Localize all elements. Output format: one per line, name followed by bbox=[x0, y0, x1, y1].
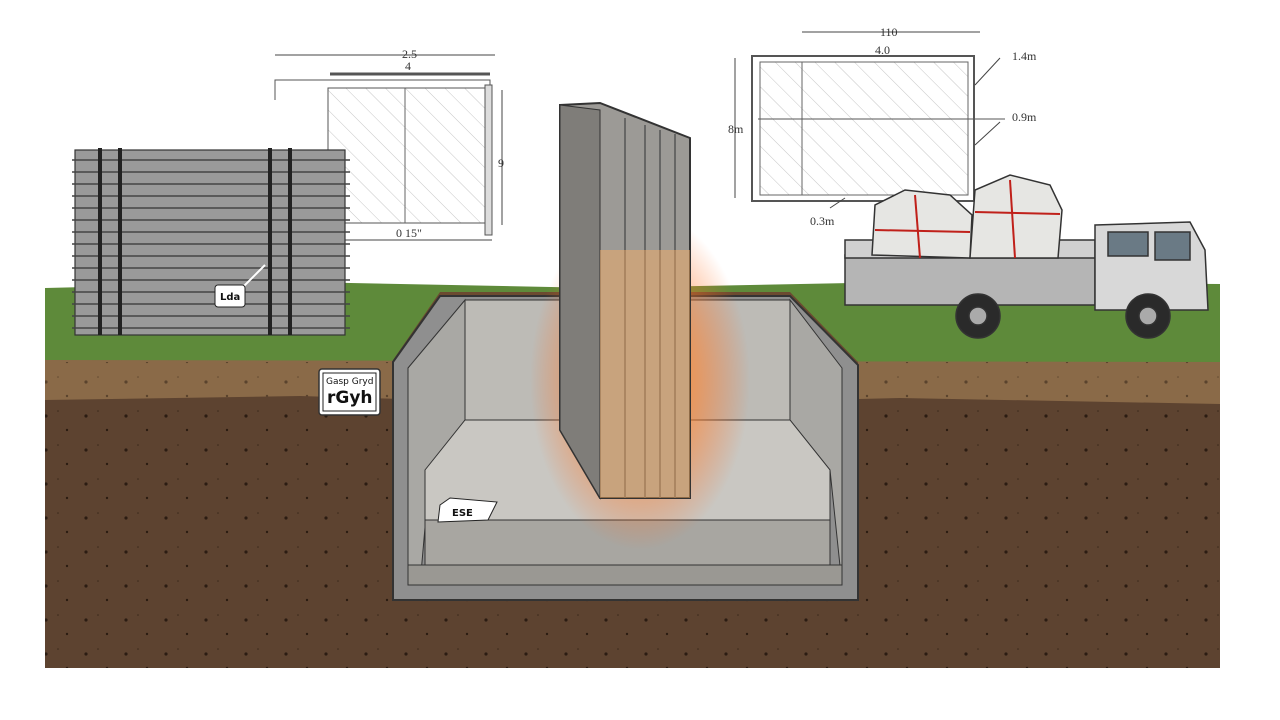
left-dimension: 8m bbox=[728, 122, 744, 136]
left-technical-drawing: 2.5 4 9 0 15" bbox=[274, 47, 504, 241]
left-top-dimension: 2.5 bbox=[402, 47, 417, 61]
rebar-bundle bbox=[72, 148, 350, 336]
rebar-tag: Lda bbox=[214, 284, 246, 308]
svg-text:ESE: ESE bbox=[452, 508, 473, 519]
footing-tag: ESE bbox=[437, 497, 498, 523]
flatbed-truck bbox=[844, 174, 1209, 339]
left-side-dimension: 9 bbox=[498, 156, 504, 170]
bottom-callout: 0.3m bbox=[810, 214, 835, 228]
concrete-wall-panel bbox=[559, 101, 691, 500]
soil-sign: Gasp Gryd rGyh bbox=[318, 368, 381, 416]
right-mid-callout: 0.9m bbox=[1012, 110, 1037, 124]
right-inner-dimension: 4.0 bbox=[875, 43, 890, 57]
right-technical-drawing: 110 4.0 1.4m 0.9m 0.3m 8m bbox=[728, 25, 1037, 228]
right-top-callout: 1.4m bbox=[1012, 49, 1037, 63]
left-top-subdimension: 4 bbox=[405, 59, 411, 73]
left-bottom-dimension: 0 15" bbox=[396, 226, 422, 240]
right-top-dimension: 110 bbox=[880, 25, 898, 39]
soil-sign-big-text: rGyh bbox=[327, 388, 373, 408]
soil-sign-small-text: Gasp Gryd bbox=[326, 377, 373, 387]
svg-text:Lda: Lda bbox=[220, 292, 240, 303]
